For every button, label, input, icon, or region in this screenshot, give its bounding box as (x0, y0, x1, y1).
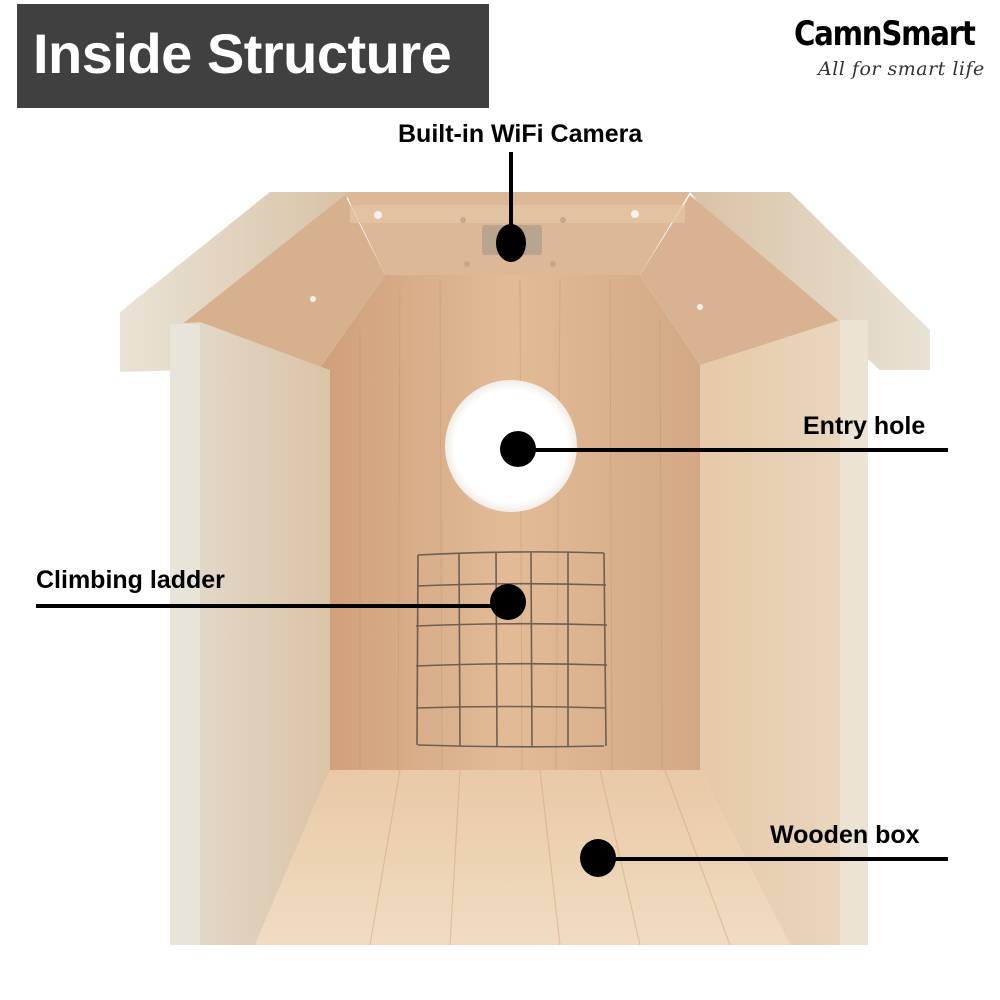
brand-tagline: All for smart life (818, 58, 985, 80)
callout-label-box: Wooden box (770, 821, 920, 849)
callout-ladder-marker (36, 584, 526, 620)
callout-camera-marker (496, 152, 526, 262)
callout-box-marker (580, 839, 948, 877)
callout-label-entry-hole: Entry hole (803, 412, 926, 440)
brand-logo: CamnSmart (794, 14, 976, 54)
callout-label-camera: Built-in WiFi Camera (398, 120, 643, 148)
title-banner: Inside Structure (17, 4, 489, 108)
callout-label-ladder: Climbing ladder (36, 566, 225, 594)
callout-entry-hole-marker (500, 431, 948, 467)
page-title: Inside Structure (33, 22, 452, 85)
